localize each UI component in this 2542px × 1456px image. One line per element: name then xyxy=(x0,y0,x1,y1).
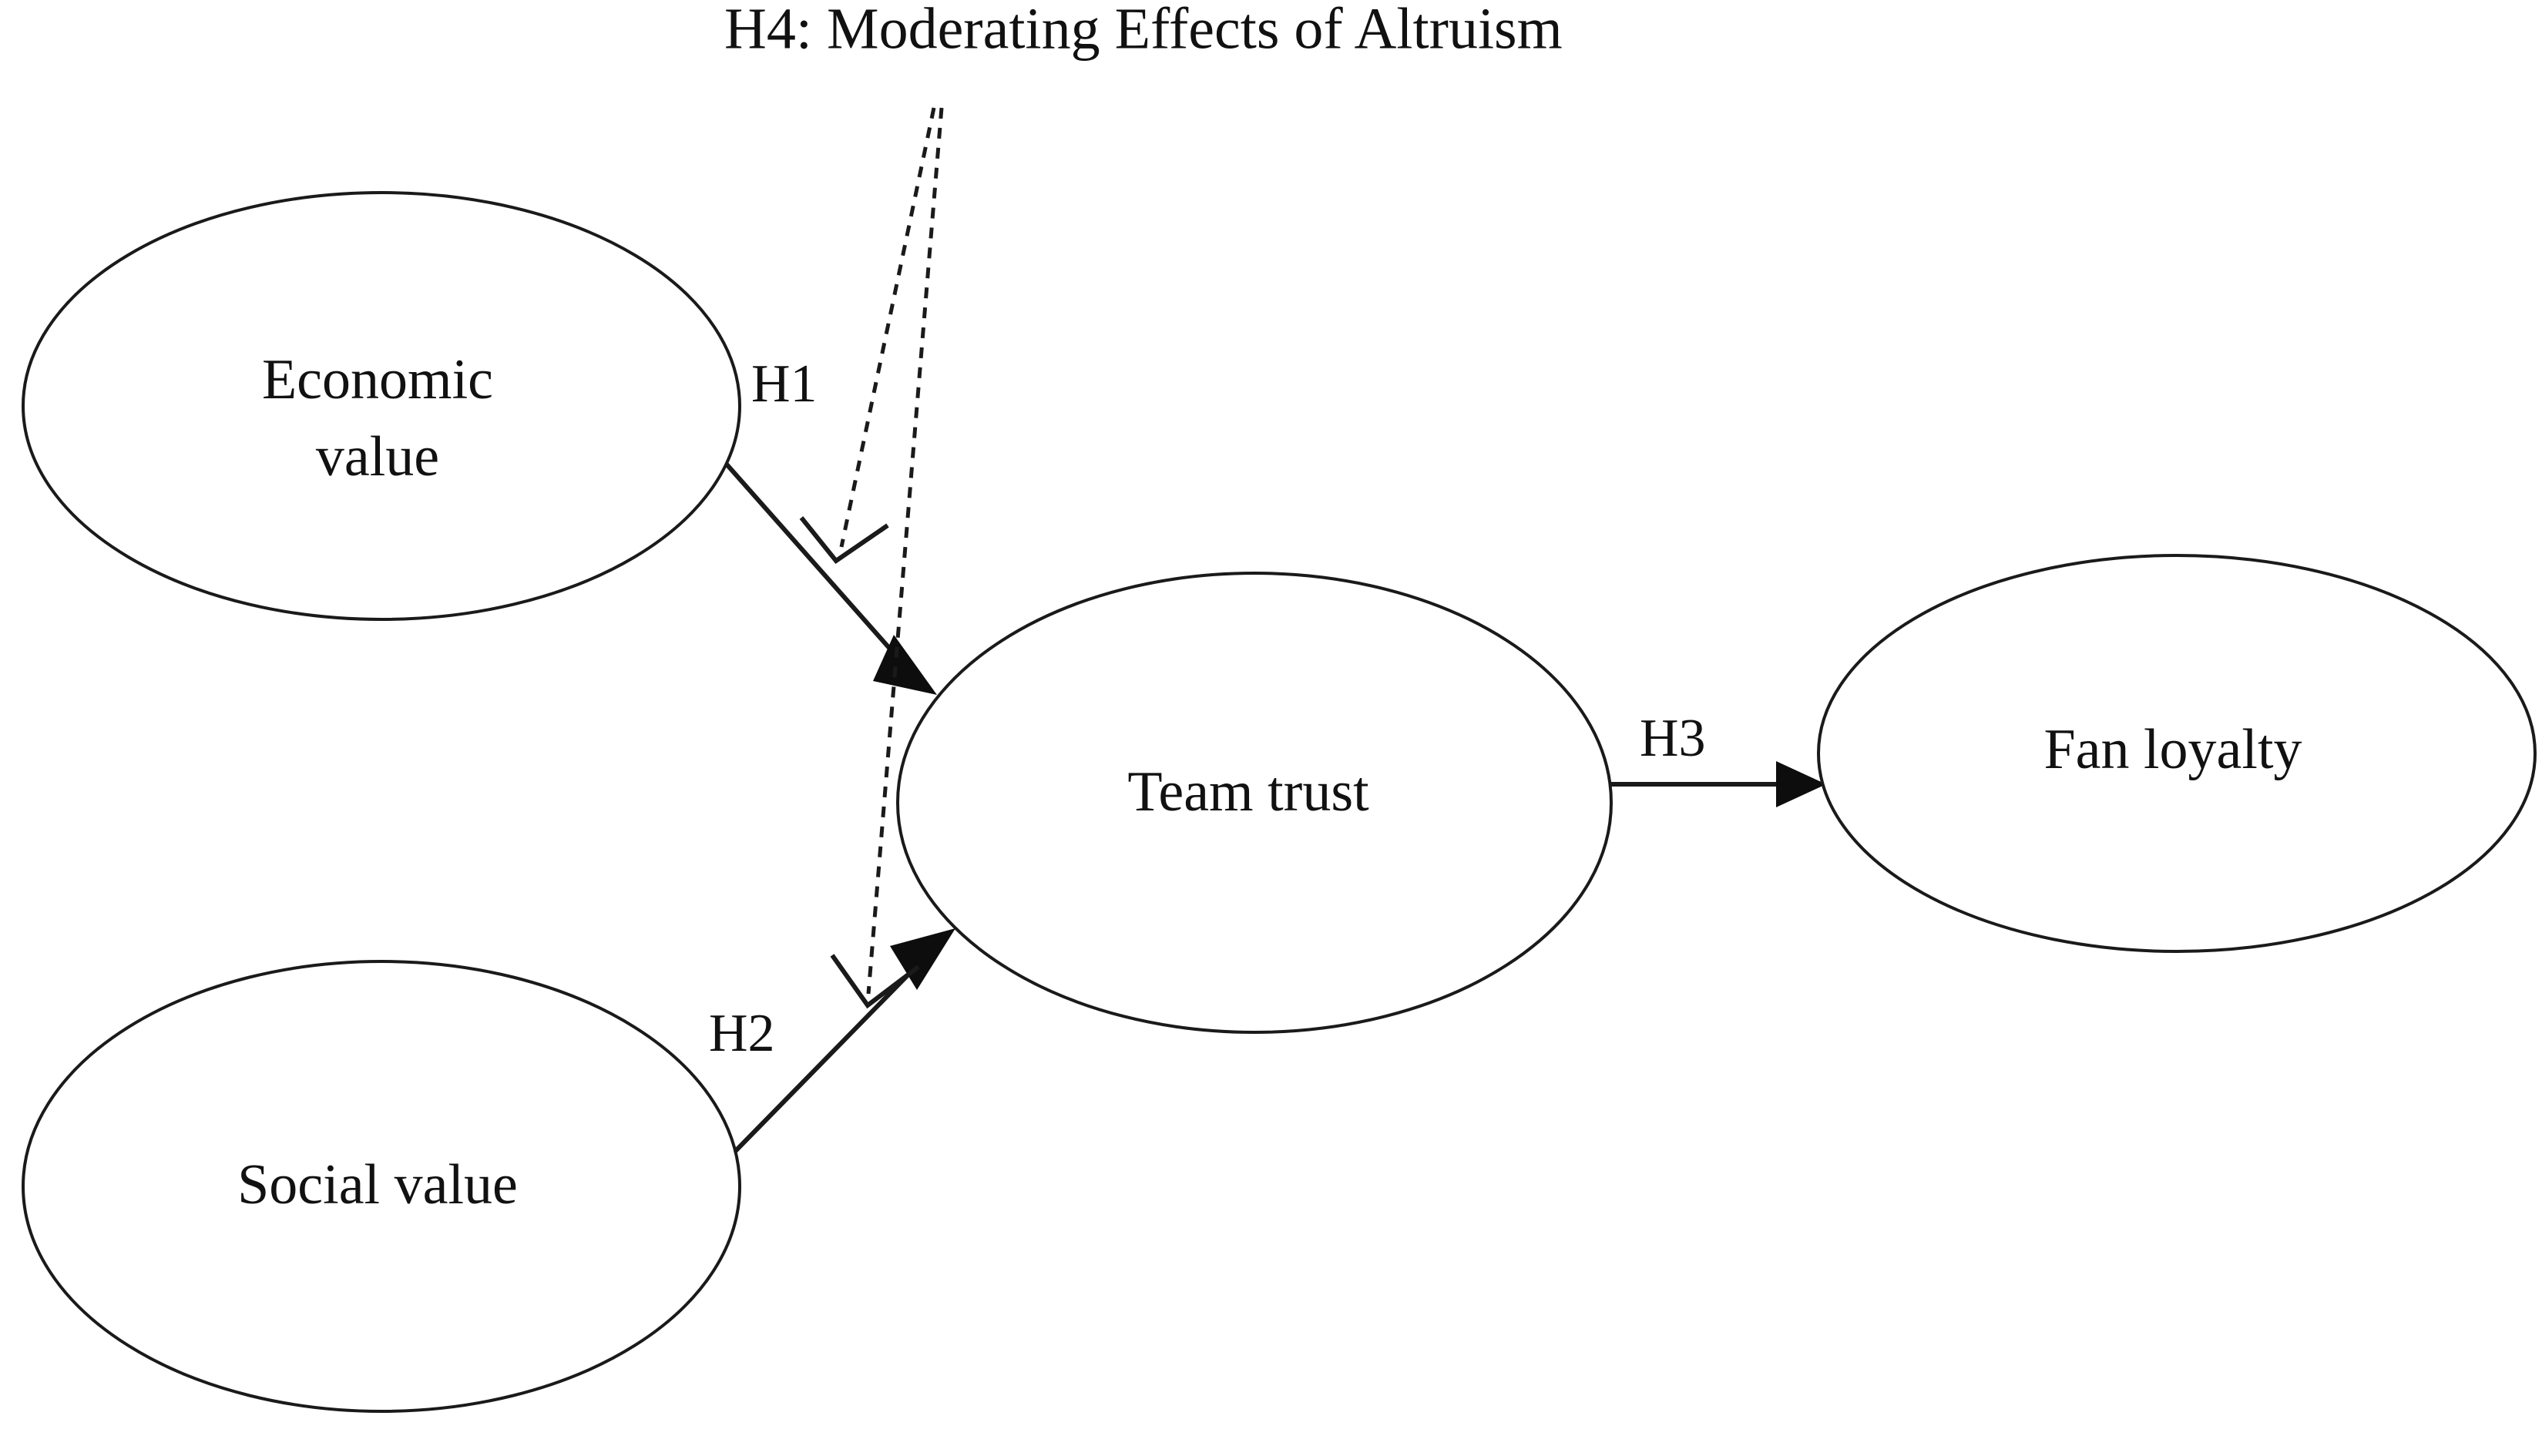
economic-value-label-line1: Economic xyxy=(262,348,493,411)
h4b-arrowhead-icon xyxy=(830,954,920,1009)
edge-h4-to-h1 xyxy=(799,107,936,565)
fan-loyalty-label-line1: Fan loyalty xyxy=(2043,718,2302,781)
node-fan-loyalty[interactable]: Fan loyalty xyxy=(1817,554,2537,953)
h4b-dashed-line xyxy=(866,107,944,995)
social-value-ellipse[interactable] xyxy=(22,960,741,1413)
node-social-value[interactable]: Social value xyxy=(22,960,741,1413)
economic-value-ellipse[interactable] xyxy=(22,191,741,621)
team-trust-ellipse[interactable] xyxy=(896,572,1613,1034)
node-team-trust[interactable]: Team trust xyxy=(896,572,1613,1034)
h2-arrowhead-icon xyxy=(890,928,955,990)
fan-loyalty-ellipse[interactable] xyxy=(1817,554,2537,953)
h1-arrowhead-icon xyxy=(873,635,937,695)
edge-h1: H1 xyxy=(714,354,937,695)
moderator-title-h4: H4: Moderating Effects of Altruism xyxy=(724,0,1563,61)
node-economic-value[interactable]: Economic value xyxy=(22,191,741,621)
h3-arrowhead-icon xyxy=(1776,761,1826,807)
edge-h4-to-h2 xyxy=(830,107,944,1009)
edge-label-h1: H1 xyxy=(751,354,818,414)
social-value-label-line1: Social value xyxy=(237,1153,518,1216)
edge-label-h3: H3 xyxy=(1640,709,1706,768)
economic-value-label-line2: value xyxy=(316,425,439,488)
h4a-arrowhead-icon xyxy=(799,516,889,565)
team-trust-label-line1: Team trust xyxy=(1127,760,1369,824)
h4a-dashed-line xyxy=(839,107,936,548)
edge-h2: H2 xyxy=(709,928,955,1169)
edge-label-h2: H2 xyxy=(709,1004,775,1063)
edge-h3: H3 xyxy=(1597,709,1826,807)
